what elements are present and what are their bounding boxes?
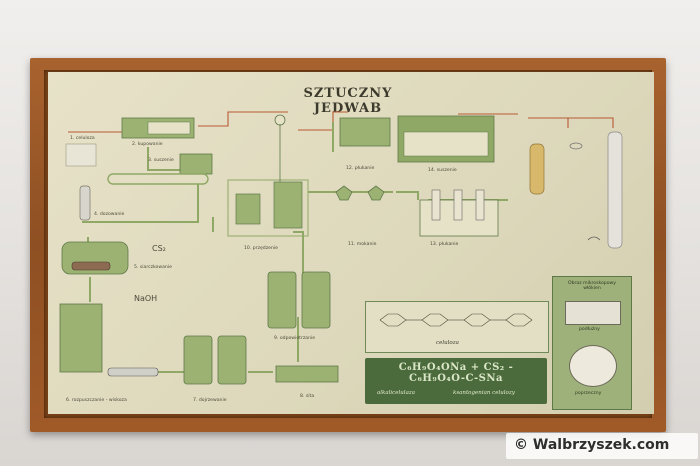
twisting-wheel-2 xyxy=(367,185,385,201)
poster-title: SZTUCZNY JEDWAB xyxy=(303,86,393,116)
step-label-3: 3. suszenie xyxy=(148,158,174,163)
formula-caption-left: alkalicelulaza xyxy=(377,390,416,396)
twisting-wheel-1 xyxy=(335,185,353,201)
deaeration-tank-2 xyxy=(301,271,331,329)
step-label-8: 8. sita xyxy=(300,394,315,399)
sample-tube-4 xyxy=(79,185,91,221)
ripening-tank-2 xyxy=(217,335,247,385)
silk-thread xyxy=(587,236,601,241)
step-label-2: 2. kupowanie xyxy=(132,142,163,147)
silk-sample-1 xyxy=(529,143,545,195)
bobbin-2 xyxy=(453,189,463,221)
press-grid xyxy=(147,121,191,135)
watermark: © Walbrzyszek.com xyxy=(506,433,698,459)
washing-unit xyxy=(339,117,391,147)
step-label-5: 5. siarczkowanie xyxy=(134,265,172,270)
cellulose-structure-panel: celuloza xyxy=(365,301,549,353)
process-diagram xyxy=(59,111,623,385)
flow-arrows xyxy=(68,111,614,133)
deaeration-tank-1 xyxy=(267,271,297,329)
microscope-panel: Obraz mikroskopowy włókien podłużny popr… xyxy=(552,276,632,410)
silk-sample-2 xyxy=(607,131,623,249)
reaction-formula: C₆H₉O₄ONa + CS₂ - C₆H₉O₄O-C-SNa xyxy=(398,362,514,384)
step-label-6: 6. rozpuszczanie - wiskoza xyxy=(66,398,127,403)
dissolver-tank xyxy=(59,303,103,373)
micro-label-a: podłużny xyxy=(579,327,600,332)
step-label-4: 4. dozowanie xyxy=(94,212,125,217)
step-label-7: 7. dojrzewanie xyxy=(193,398,227,403)
spinning-pump xyxy=(273,181,303,229)
chem-label-naoh: NaOH xyxy=(134,294,158,303)
reel-wheel xyxy=(274,114,286,126)
spinning-bath xyxy=(235,193,261,225)
cellulose-chain xyxy=(379,313,533,327)
spinning-frame xyxy=(227,179,309,237)
cellulose-sheet xyxy=(65,143,97,167)
conveyor-belt xyxy=(107,173,209,185)
micro-title: Obraz mikroskopowy włókien xyxy=(567,281,617,291)
dryer-machine xyxy=(179,153,213,175)
formula-caption-right: ksantogenian celulozy xyxy=(453,390,515,396)
chem-label-cs2: CS₂ xyxy=(152,244,166,253)
step-label-12: 12. płukanie xyxy=(346,166,375,171)
formula-panel: C₆H₉O₄ONa + CS₂ - C₆H₉O₄O-C-SNa alkalice… xyxy=(365,358,547,404)
sample-tube-6 xyxy=(107,367,159,377)
step-label-10: 10. przędzenie xyxy=(244,246,278,251)
drying-racks xyxy=(403,131,489,157)
bobbin-3 xyxy=(475,189,485,221)
sample-tube-5 xyxy=(71,261,111,271)
filter-press xyxy=(275,365,339,383)
ripening-tank-1 xyxy=(183,335,213,385)
poster: SZTUCZNY JEDWAB xyxy=(48,72,654,414)
micro-longitudinal-view xyxy=(565,301,621,325)
silk-loop xyxy=(569,142,583,150)
step-label-14: 14. suszenie xyxy=(428,168,457,173)
micro-cross-section-view xyxy=(569,345,617,387)
step-label-1: 1. celuloza xyxy=(70,136,95,141)
watermark-text: © Walbrzyszek.com xyxy=(514,437,670,453)
bobbin-1 xyxy=(431,189,441,221)
step-label-11: 11. mokanie xyxy=(348,242,377,247)
cellulose-label: celuloza xyxy=(436,340,459,346)
step-label-9: 9. odpowietrzanie xyxy=(274,336,316,341)
step-label-13: 13. płukanie xyxy=(430,242,459,247)
micro-label-b: poprzeczny xyxy=(575,391,602,396)
